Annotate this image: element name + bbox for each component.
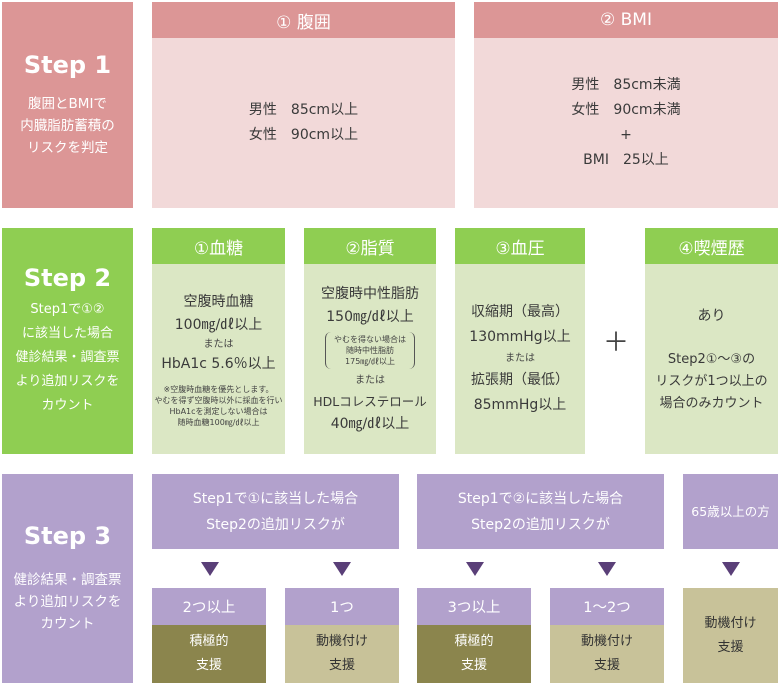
smoking-header: ④喫煙歴 [645, 228, 778, 264]
result4-support: 動機付け 支援 [550, 625, 664, 683]
result1-count: 2つ以上 [152, 588, 266, 625]
lipid-body: 空腹時中性脂肪 150㎎/㎗以上 やむを得ない場合は 随時中性脂肪 175㎎/㎗… [304, 264, 436, 454]
down-arrow-icon [333, 562, 351, 576]
step3-desc: 健診結果・調査票 より追加リスクを カウント [13, 571, 122, 632]
lipid-header: ②脂質 [304, 228, 436, 264]
pressure-header: ③血圧 [455, 228, 585, 264]
down-arrow-icon [598, 562, 616, 576]
group1-condition: Step1で①に該当した場合 Step2の追加リスクが [152, 474, 399, 549]
result3-count: 3つ以上 [417, 588, 531, 625]
result4-count: 1～2つ [550, 588, 664, 625]
step1-desc: 腹囲とBMIで 内臓脂肪蓄積の リスクを判定 [20, 96, 115, 157]
step1-title: Step 1 [23, 50, 112, 79]
group2-condition: Step1で②に該当した場合 Step2の追加リスクが [417, 474, 664, 549]
waist-header: ① 腹囲 [152, 2, 455, 38]
step2-title: Step 2 [23, 263, 112, 292]
sugar-notes: ※空腹時血糖を優先とします。 やむを得ず空腹時以外に採血を行い HbA1cを測定… [154, 384, 283, 427]
plus-sign: ＋ [602, 327, 629, 358]
result1-support: 積極的 支援 [152, 625, 266, 683]
down-arrow-icon [201, 562, 219, 576]
group3-condition: 65歳以上の方 [683, 474, 778, 549]
step1-label-panel: Step 1 腹囲とBMIで 内臓脂肪蓄積の リスクを判定 [2, 2, 133, 208]
waist-body: 男性 85cm以上 女性 90cm以上 [152, 38, 455, 208]
down-arrow-icon [466, 562, 484, 576]
result2-count: 1つ [285, 588, 399, 625]
step3-title: Step 3 [23, 522, 112, 551]
result2-support: 動機付け 支援 [285, 625, 399, 683]
step3-label-panel: Step 3 健診結果・調査票 より追加リスクを カウント [2, 474, 133, 683]
result5-support: 動機付け 支援 [683, 588, 778, 683]
step2-desc: Step1で①② に該当した場合 健診結果・調査票 より追加リスクを カウント [15, 302, 120, 414]
smoking-body: あり Step2①～③の リスクが1つ以上の 場合のみカウント [645, 264, 778, 454]
bmi-body: 男性 85cm未満 女性 90cm未満 + BMI 25以上 [474, 38, 778, 208]
result3-support: 積極的 支援 [417, 625, 531, 683]
sugar-body: 空腹時血糖 100㎎/㎗以上 または HbA1c 5.6％以上 ※空腹時血糖を優… [152, 264, 285, 454]
pressure-body: 収縮期（最高） 130mmHg以上 または 拡張期（最低） 85mmHg以上 [455, 264, 585, 454]
step2-label-panel: Step 2 Step1で①② に該当した場合 健診結果・調査票 より追加リスク… [2, 228, 133, 454]
sugar-header: ①血糖 [152, 228, 285, 264]
bmi-header: ② BMI [474, 2, 778, 38]
down-arrow-icon [722, 562, 740, 576]
lipid-bracket-note: やむを得ない場合は 随時中性脂肪 175㎎/㎗以上 [325, 331, 415, 369]
